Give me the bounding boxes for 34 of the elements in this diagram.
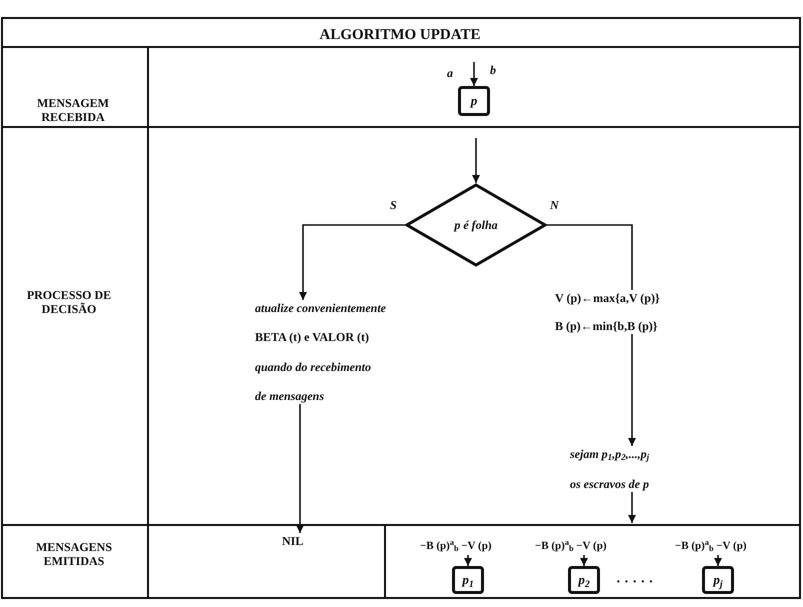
arrow bbox=[299, 224, 405, 300]
process-box: p$_{1}$ bbox=[452, 566, 484, 594]
edge-label: −B (p)$^{a}$$_{b}$ −V (p) bbox=[675, 538, 746, 554]
row-header: MENSAGEM RECEBIDA bbox=[36, 96, 110, 124]
arrow bbox=[628, 334, 636, 446]
arrow bbox=[714, 555, 722, 566]
statement-text: os escravos de p bbox=[570, 476, 650, 492]
row-header: MENSAGENS EMITIDAS bbox=[34, 540, 113, 568]
statement-text: V (p)←max{a,V (p)} bbox=[555, 290, 661, 306]
process-box: p$_{2}$ bbox=[568, 566, 600, 594]
decision-diamond bbox=[405, 183, 547, 267]
variable-label: b bbox=[490, 62, 496, 79]
statement-text: sejam p$_{1}$,p$_{2}$,...,p$_{j}$ bbox=[570, 446, 650, 462]
table-title: ALGORITMO UPDATE bbox=[318, 26, 482, 45]
row-header: PROCESSO DE DECISÃO bbox=[26, 288, 112, 316]
statement-text: atualize convenientemente bbox=[255, 300, 387, 316]
arrow bbox=[580, 555, 588, 566]
statement-text: BETA (t) e VALOR (t) bbox=[255, 329, 370, 346]
ellipsis-dots: · · · · · bbox=[616, 574, 654, 592]
arrow bbox=[296, 404, 304, 533]
edge-label: −B (p)$^{a}$$_{b}$ −V (p) bbox=[535, 538, 606, 554]
arrow bbox=[628, 492, 636, 523]
statement-text: B (p)←min{b,B (p)} bbox=[555, 318, 658, 334]
arrow bbox=[464, 555, 472, 566]
variable-label: a bbox=[447, 65, 453, 82]
process-box: p bbox=[458, 86, 490, 116]
arrow bbox=[472, 138, 480, 183]
edge-label: −B (p)$^{a}$$_{b}$ −V (p) bbox=[420, 538, 492, 554]
process-box: p$_{j}$ bbox=[702, 566, 734, 594]
statement-text: de mensagens bbox=[255, 388, 325, 404]
decision-text: p é folha bbox=[454, 217, 498, 234]
statement-text: NIL bbox=[282, 533, 304, 549]
arrow bbox=[470, 62, 478, 86]
statement-text: quando do recebimento bbox=[255, 358, 372, 375]
